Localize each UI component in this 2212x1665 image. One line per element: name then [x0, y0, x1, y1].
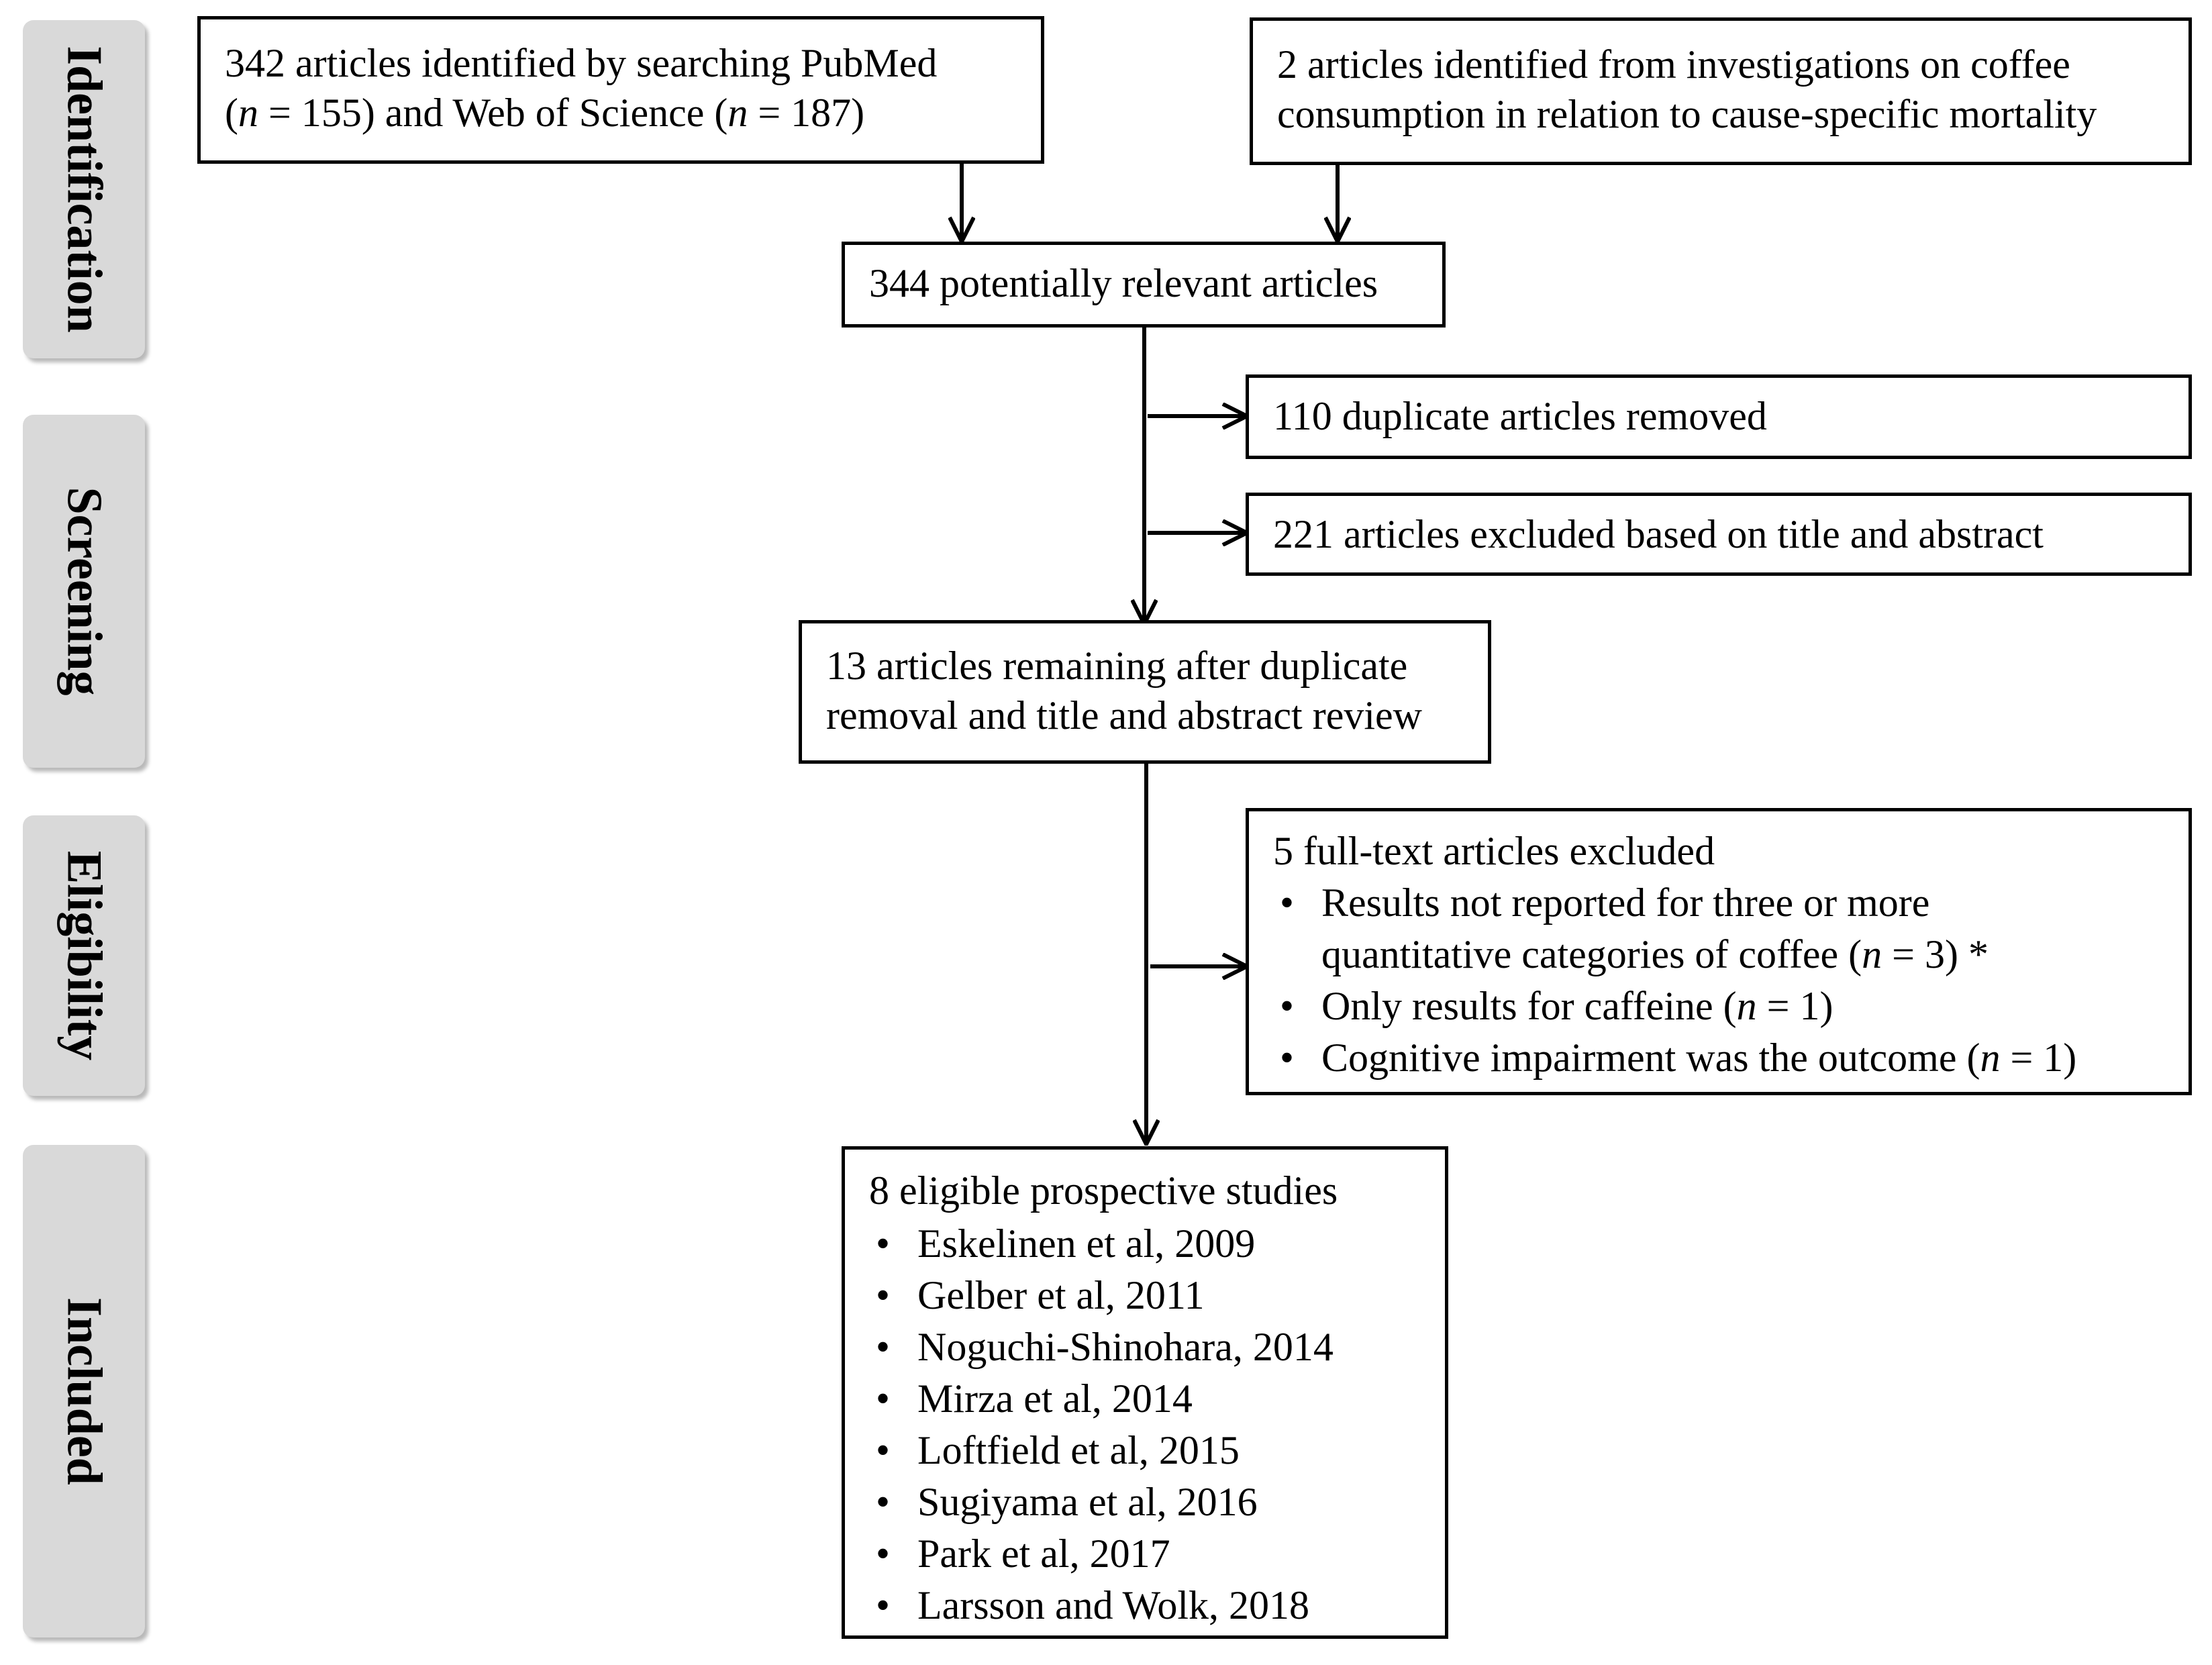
exclusion-reason: Only results for caffeine (n = 1) — [1273, 980, 2164, 1032]
included-study: Gelber et al, 2011 — [869, 1270, 1421, 1321]
exclusion-reason: Results not reported for three or morequ… — [1273, 877, 2164, 980]
stage-label-included: Included — [23, 1145, 145, 1637]
box-title-abstract-excluded-text: 221 articles excluded based on title and… — [1273, 512, 2044, 556]
box-database-search-line1: 342 articles identified by searching Pub… — [225, 41, 938, 85]
box-remaining-articles-line2: removal and title and abstract review — [826, 693, 1422, 738]
box-fulltext-excluded: 5 full-text articles excluded Results no… — [1246, 808, 2192, 1095]
box-potentially-relevant-text: 344 potentially relevant articles — [869, 261, 1378, 305]
box-database-search: 342 articles identified by searching Pub… — [197, 16, 1044, 164]
stage-label-screening: Screening — [23, 415, 145, 768]
included-study: Mirza et al, 2014 — [869, 1373, 1421, 1425]
included-study: Larsson and Wolk, 2018 — [869, 1580, 1421, 1631]
included-study: Park et al, 2017 — [869, 1528, 1421, 1580]
box-title-abstract-excluded: 221 articles excluded based on title and… — [1246, 493, 2192, 576]
box-fulltext-excluded-title: 5 full-text articles excluded — [1273, 829, 1715, 873]
exclusion-reason: Cognitive impairment was the outcome (n … — [1273, 1032, 2164, 1084]
box-other-source-line2: consumption in relation to cause-specifi… — [1277, 92, 2097, 136]
box-other-source-line1: 2 articles identified from investigation… — [1277, 42, 2070, 87]
included-studies-list: Eskelinen et al, 2009 Gelber et al, 2011… — [869, 1218, 1421, 1631]
box-included-studies-title: 8 eligible prospective studies — [869, 1168, 1338, 1213]
box-duplicates-removed: 110 duplicate articles removed — [1246, 374, 2192, 459]
box-other-source: 2 articles identified from investigation… — [1250, 17, 2192, 165]
fulltext-exclusion-reasons: Results not reported for three or morequ… — [1273, 877, 2164, 1084]
included-study: Eskelinen et al, 2009 — [869, 1218, 1421, 1270]
box-remaining-articles: 13 articles remaining after duplicate re… — [799, 620, 1491, 764]
box-potentially-relevant: 344 potentially relevant articles — [842, 242, 1446, 327]
box-included-studies: 8 eligible prospective studies Eskelinen… — [842, 1146, 1448, 1639]
included-study: Noguchi-Shinohara, 2014 — [869, 1321, 1421, 1373]
box-remaining-articles-line1: 13 articles remaining after duplicate — [826, 644, 1408, 688]
box-database-search-line2: (n = 155) and Web of Science (n = 187) — [225, 91, 865, 135]
box-duplicates-removed-text: 110 duplicate articles removed — [1273, 394, 1767, 438]
included-study: Sugiyama et al, 2016 — [869, 1476, 1421, 1528]
stage-label-eligibility: Eligibility — [23, 815, 145, 1096]
included-study: Loftfield et al, 2015 — [869, 1425, 1421, 1476]
stage-label-identification: Identification — [23, 20, 145, 358]
